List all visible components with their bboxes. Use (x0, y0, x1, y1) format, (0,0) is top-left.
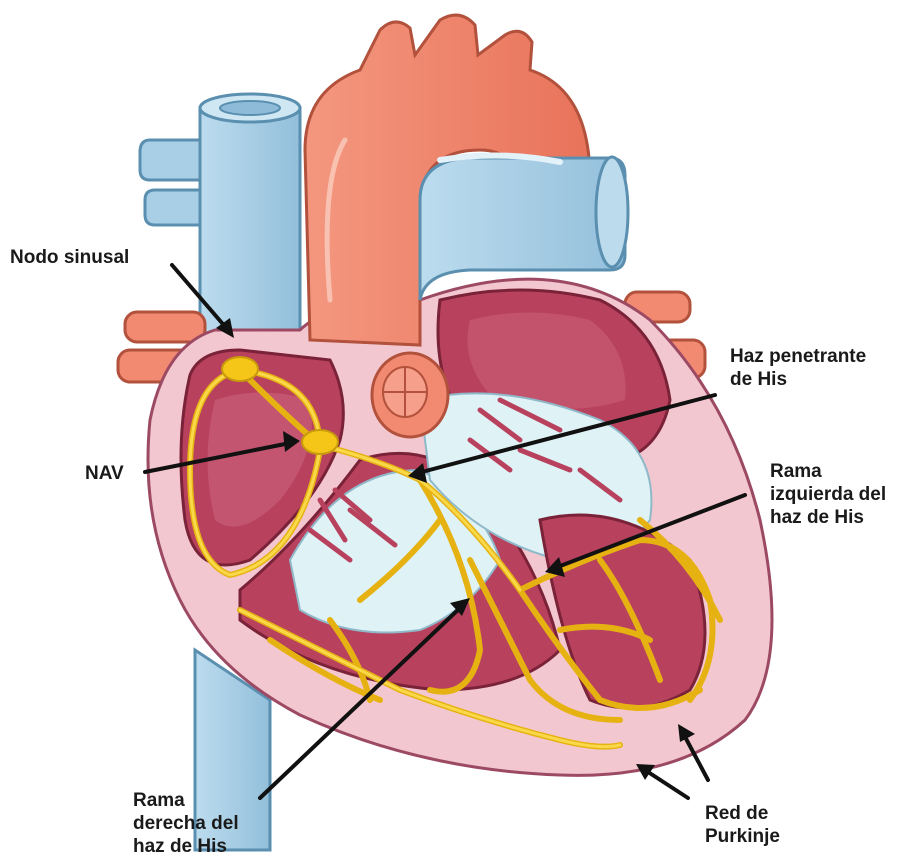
label-rama-izquierda: Rama izquierda del haz de His (770, 460, 886, 529)
atrioventricular-node (302, 430, 338, 454)
sinoatrial-node (222, 357, 258, 381)
label-nav: NAV (85, 462, 124, 485)
superior-vena-cava (140, 94, 300, 345)
valves (372, 353, 448, 437)
label-nodo-sinusal: Nodo sinusal (10, 246, 129, 269)
label-red-purkinje: Red de Purkinje (705, 802, 780, 848)
arrow-purkinje-1 (636, 764, 688, 798)
label-haz-penetrante: Haz penetrante de His (730, 345, 866, 391)
label-rama-derecha: Rama derecha del haz de His (133, 789, 239, 858)
